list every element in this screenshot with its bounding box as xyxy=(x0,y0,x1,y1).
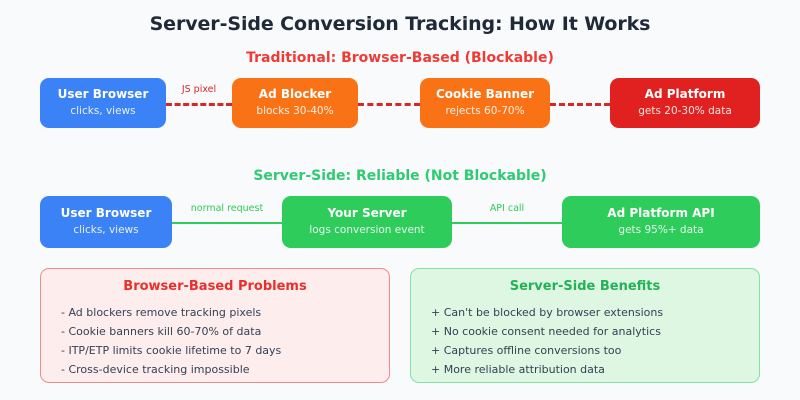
connector-label-api-call: API call xyxy=(489,203,525,214)
list-item: - Ad blockers remove tracking pixels xyxy=(61,306,262,319)
list-item: - Cookie banners kill 60-70% of data xyxy=(61,325,262,338)
list-item: + More reliable attribution data xyxy=(431,363,605,376)
node-subtitle: logs conversion event xyxy=(309,224,425,237)
connector-cookiebanner-to-adplatform xyxy=(550,103,610,106)
node-title: User Browser xyxy=(57,87,149,102)
page-title: Server-Side Conversion Tracking: How It … xyxy=(149,13,651,35)
node-subtitle: gets 20-30% data xyxy=(638,105,732,118)
node-title: Your Server xyxy=(327,206,407,221)
node-title: Ad Blocker xyxy=(258,87,332,102)
node-subtitle: rejects 60-70% xyxy=(445,105,525,118)
connector-browser-to-adblocker xyxy=(166,103,232,106)
list-item: - Cross-device tracking impossible xyxy=(61,363,250,376)
panel-heading: Server-Side Benefits xyxy=(509,279,661,294)
connector-browser-to-yourserver xyxy=(172,222,282,224)
list-item: + No cookie consent needed for analytics xyxy=(431,325,661,338)
list-item: - ITP/ETP limits cookie lifetime to 7 da… xyxy=(61,344,282,357)
problems-list: - Ad blockers remove tracking pixels - C… xyxy=(55,303,375,379)
panel-heading: Browser-Based Problems xyxy=(123,279,307,294)
node-title: Cookie Banner xyxy=(435,87,535,102)
connector-adblocker-to-cookiebanner xyxy=(358,103,420,106)
node-ad-blocker[interactable]: Ad Blocker blocks 30-40% xyxy=(232,78,358,128)
panel-server-side-benefits: Server-Side Benefits + Can't be blocked … xyxy=(410,268,760,383)
node-subtitle: blocks 30-40% xyxy=(256,105,334,118)
connector-label-normal-request: normal request xyxy=(190,203,264,214)
node-your-server[interactable]: Your Server logs conversion event xyxy=(282,196,452,248)
list-item: + Can't be blocked by browser extensions xyxy=(431,306,664,319)
node-cookie-banner[interactable]: Cookie Banner rejects 60-70% xyxy=(420,78,550,128)
list-item: + Captures offline conversions too xyxy=(431,344,622,357)
node-title: Ad Platform API xyxy=(607,206,715,221)
node-subtitle: gets 95%+ data xyxy=(618,224,704,237)
connector-yourserver-to-adplatformapi xyxy=(452,222,562,224)
node-user-browser-traditional[interactable]: User Browser clicks, views xyxy=(40,78,166,128)
section-heading-traditional: Traditional: Browser-Based (Blockable) xyxy=(246,50,554,66)
node-subtitle: clicks, views xyxy=(70,105,136,118)
panel-browser-based-problems: Browser-Based Problems - Ad blockers rem… xyxy=(40,268,390,383)
connector-label-js-pixel: JS pixel xyxy=(181,84,217,95)
node-ad-platform-api[interactable]: Ad Platform API gets 95%+ data xyxy=(562,196,760,248)
node-title: User Browser xyxy=(60,206,152,221)
node-user-browser-serverside[interactable]: User Browser clicks, views xyxy=(40,196,172,248)
benefits-list: + Can't be blocked by browser extensions… xyxy=(425,303,745,379)
node-subtitle: clicks, views xyxy=(73,224,139,237)
node-title: Ad Platform xyxy=(644,87,726,102)
node-ad-platform[interactable]: Ad Platform gets 20-30% data xyxy=(610,78,760,128)
section-heading-serverside: Server-Side: Reliable (Not Blockable) xyxy=(253,168,547,184)
